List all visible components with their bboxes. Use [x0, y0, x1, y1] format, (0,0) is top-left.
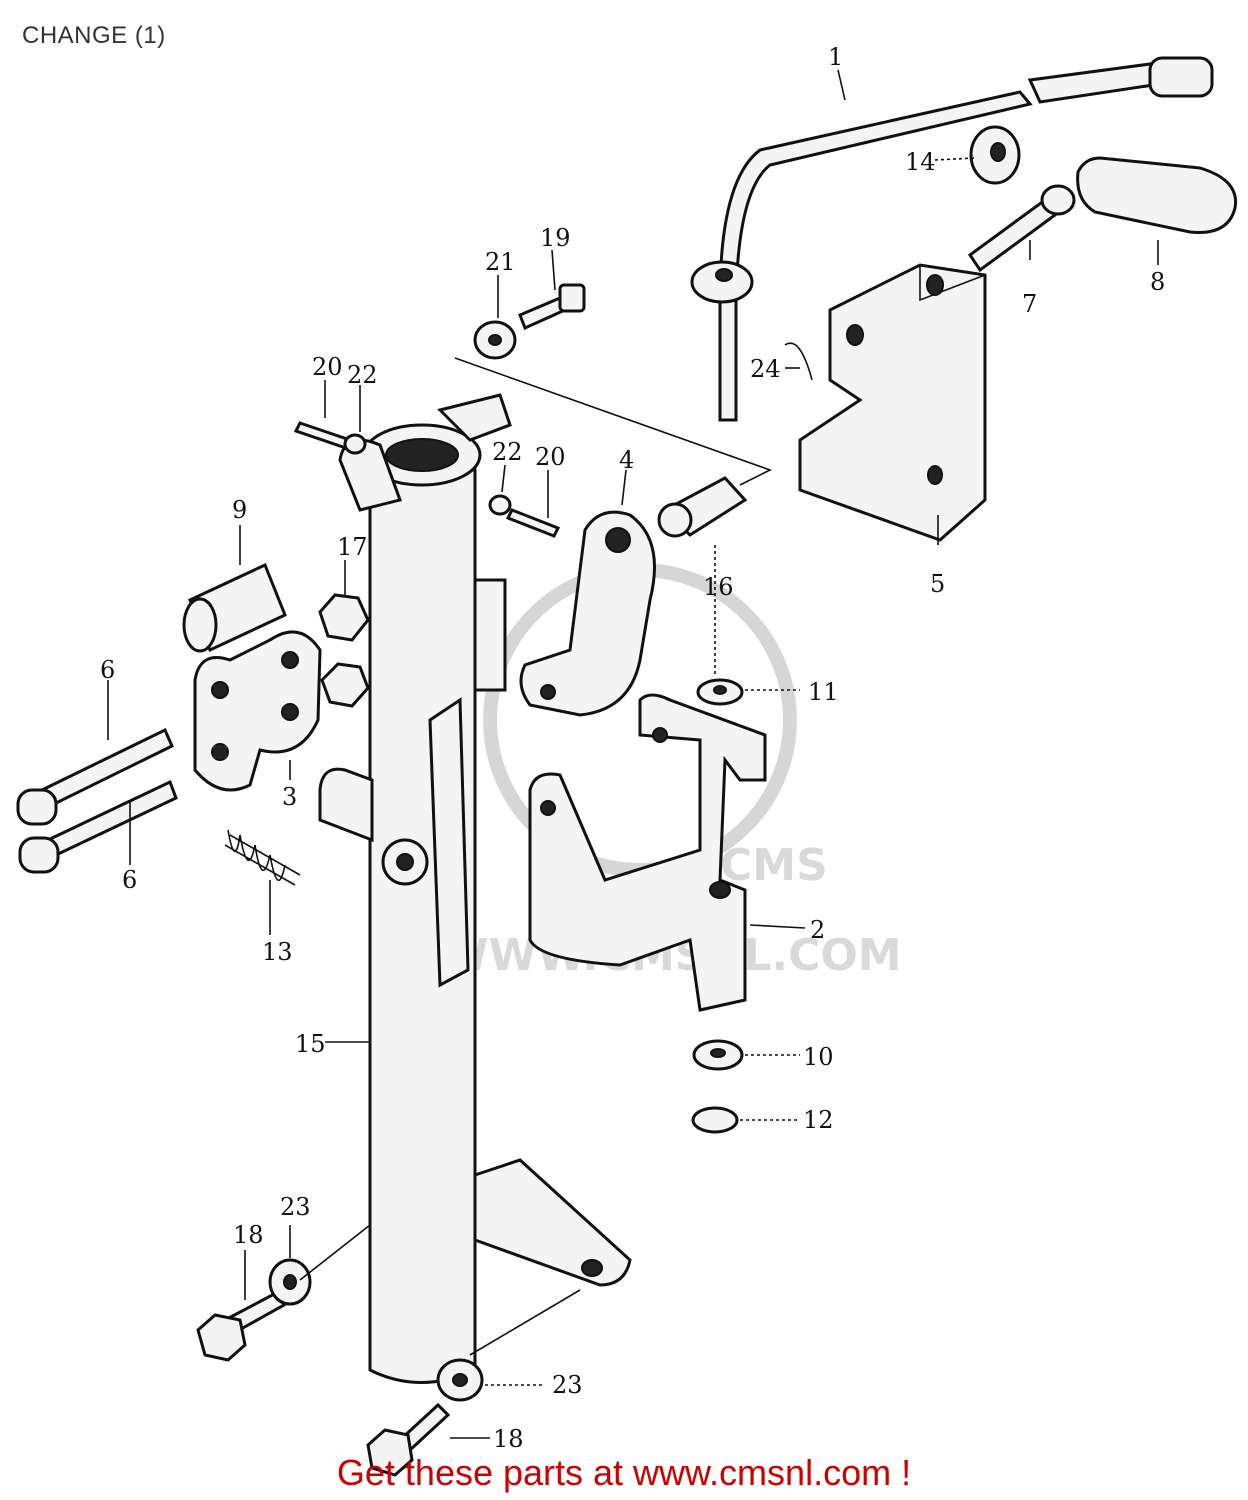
page-title: CHANGE (1): [22, 22, 166, 49]
callout-18: 18: [233, 1221, 264, 1249]
column-foot-bracket: [473, 1158, 632, 1287]
part-16-bushing: [657, 476, 748, 538]
callout-11: 11: [808, 678, 839, 706]
leader-lines: [107, 69, 1159, 1439]
callout-20b: 20: [535, 443, 566, 471]
callout-19: 19: [540, 224, 571, 252]
callout-7: 7: [1022, 290, 1037, 318]
callout-1: 1: [828, 43, 843, 71]
callout-23: 23: [280, 1193, 311, 1221]
callout-13: 13: [262, 938, 293, 966]
part-3-plate: [193, 630, 322, 792]
part-24-cotter-pin: [784, 342, 813, 381]
callout-15: 15: [295, 1030, 326, 1058]
part-18-bolt: [196, 1289, 286, 1362]
callout-14: 14: [905, 148, 936, 176]
callout-9: 9: [232, 496, 247, 524]
callout-5: 5: [930, 570, 945, 598]
part-1-change-rod: [690, 56, 1214, 422]
part-8-knob: [1076, 156, 1238, 234]
part-13-spring: [224, 829, 301, 886]
watermark-brand: CMS: [720, 840, 828, 891]
callout-24: 24: [750, 355, 781, 383]
part-7-pin: [967, 184, 1076, 273]
part-22-washer-2: [488, 494, 512, 516]
part-19-bolt: [518, 283, 586, 331]
callout-12: 12: [803, 1106, 834, 1134]
callout-21: 21: [485, 248, 516, 276]
part-20-bolt-2: [505, 508, 561, 538]
part-22-washer: [343, 433, 367, 455]
callout-20: 20: [312, 353, 343, 381]
part-6-screw: [16, 727, 178, 874]
callout-22: 22: [347, 361, 378, 389]
callout-23b: 23: [552, 1371, 583, 1399]
callout-6: 6: [100, 656, 115, 684]
part-4-arm: [519, 510, 656, 717]
part-15-column: [318, 393, 512, 1384]
callout-18b: 18: [493, 1425, 524, 1453]
part-17-nut: [318, 593, 370, 708]
part-5-bracket: [798, 263, 987, 542]
callout-8: 8: [1150, 268, 1165, 296]
callouts: 1 2 3 4 5 6 6 7 8 9 10 11 12 13 14 15 16…: [100, 43, 1165, 1453]
callout-6b: 6: [122, 866, 137, 894]
callout-22b: 22: [492, 438, 523, 466]
callout-3: 3: [282, 783, 297, 811]
part-9-spacer: [182, 562, 287, 653]
part-20-bolt: [293, 421, 353, 450]
callout-17: 17: [337, 533, 368, 561]
callout-10: 10: [803, 1043, 834, 1071]
callout-4: 4: [619, 446, 634, 474]
part-12-clip: [691, 1106, 739, 1134]
part-2-bracket: [528, 693, 767, 1012]
part-18-bolt-2: [366, 1402, 451, 1477]
callout-2: 2: [810, 916, 825, 944]
footer-link[interactable]: Get these parts at www.cmsnl.com !: [336, 1452, 912, 1493]
callout-16: 16: [703, 573, 734, 601]
